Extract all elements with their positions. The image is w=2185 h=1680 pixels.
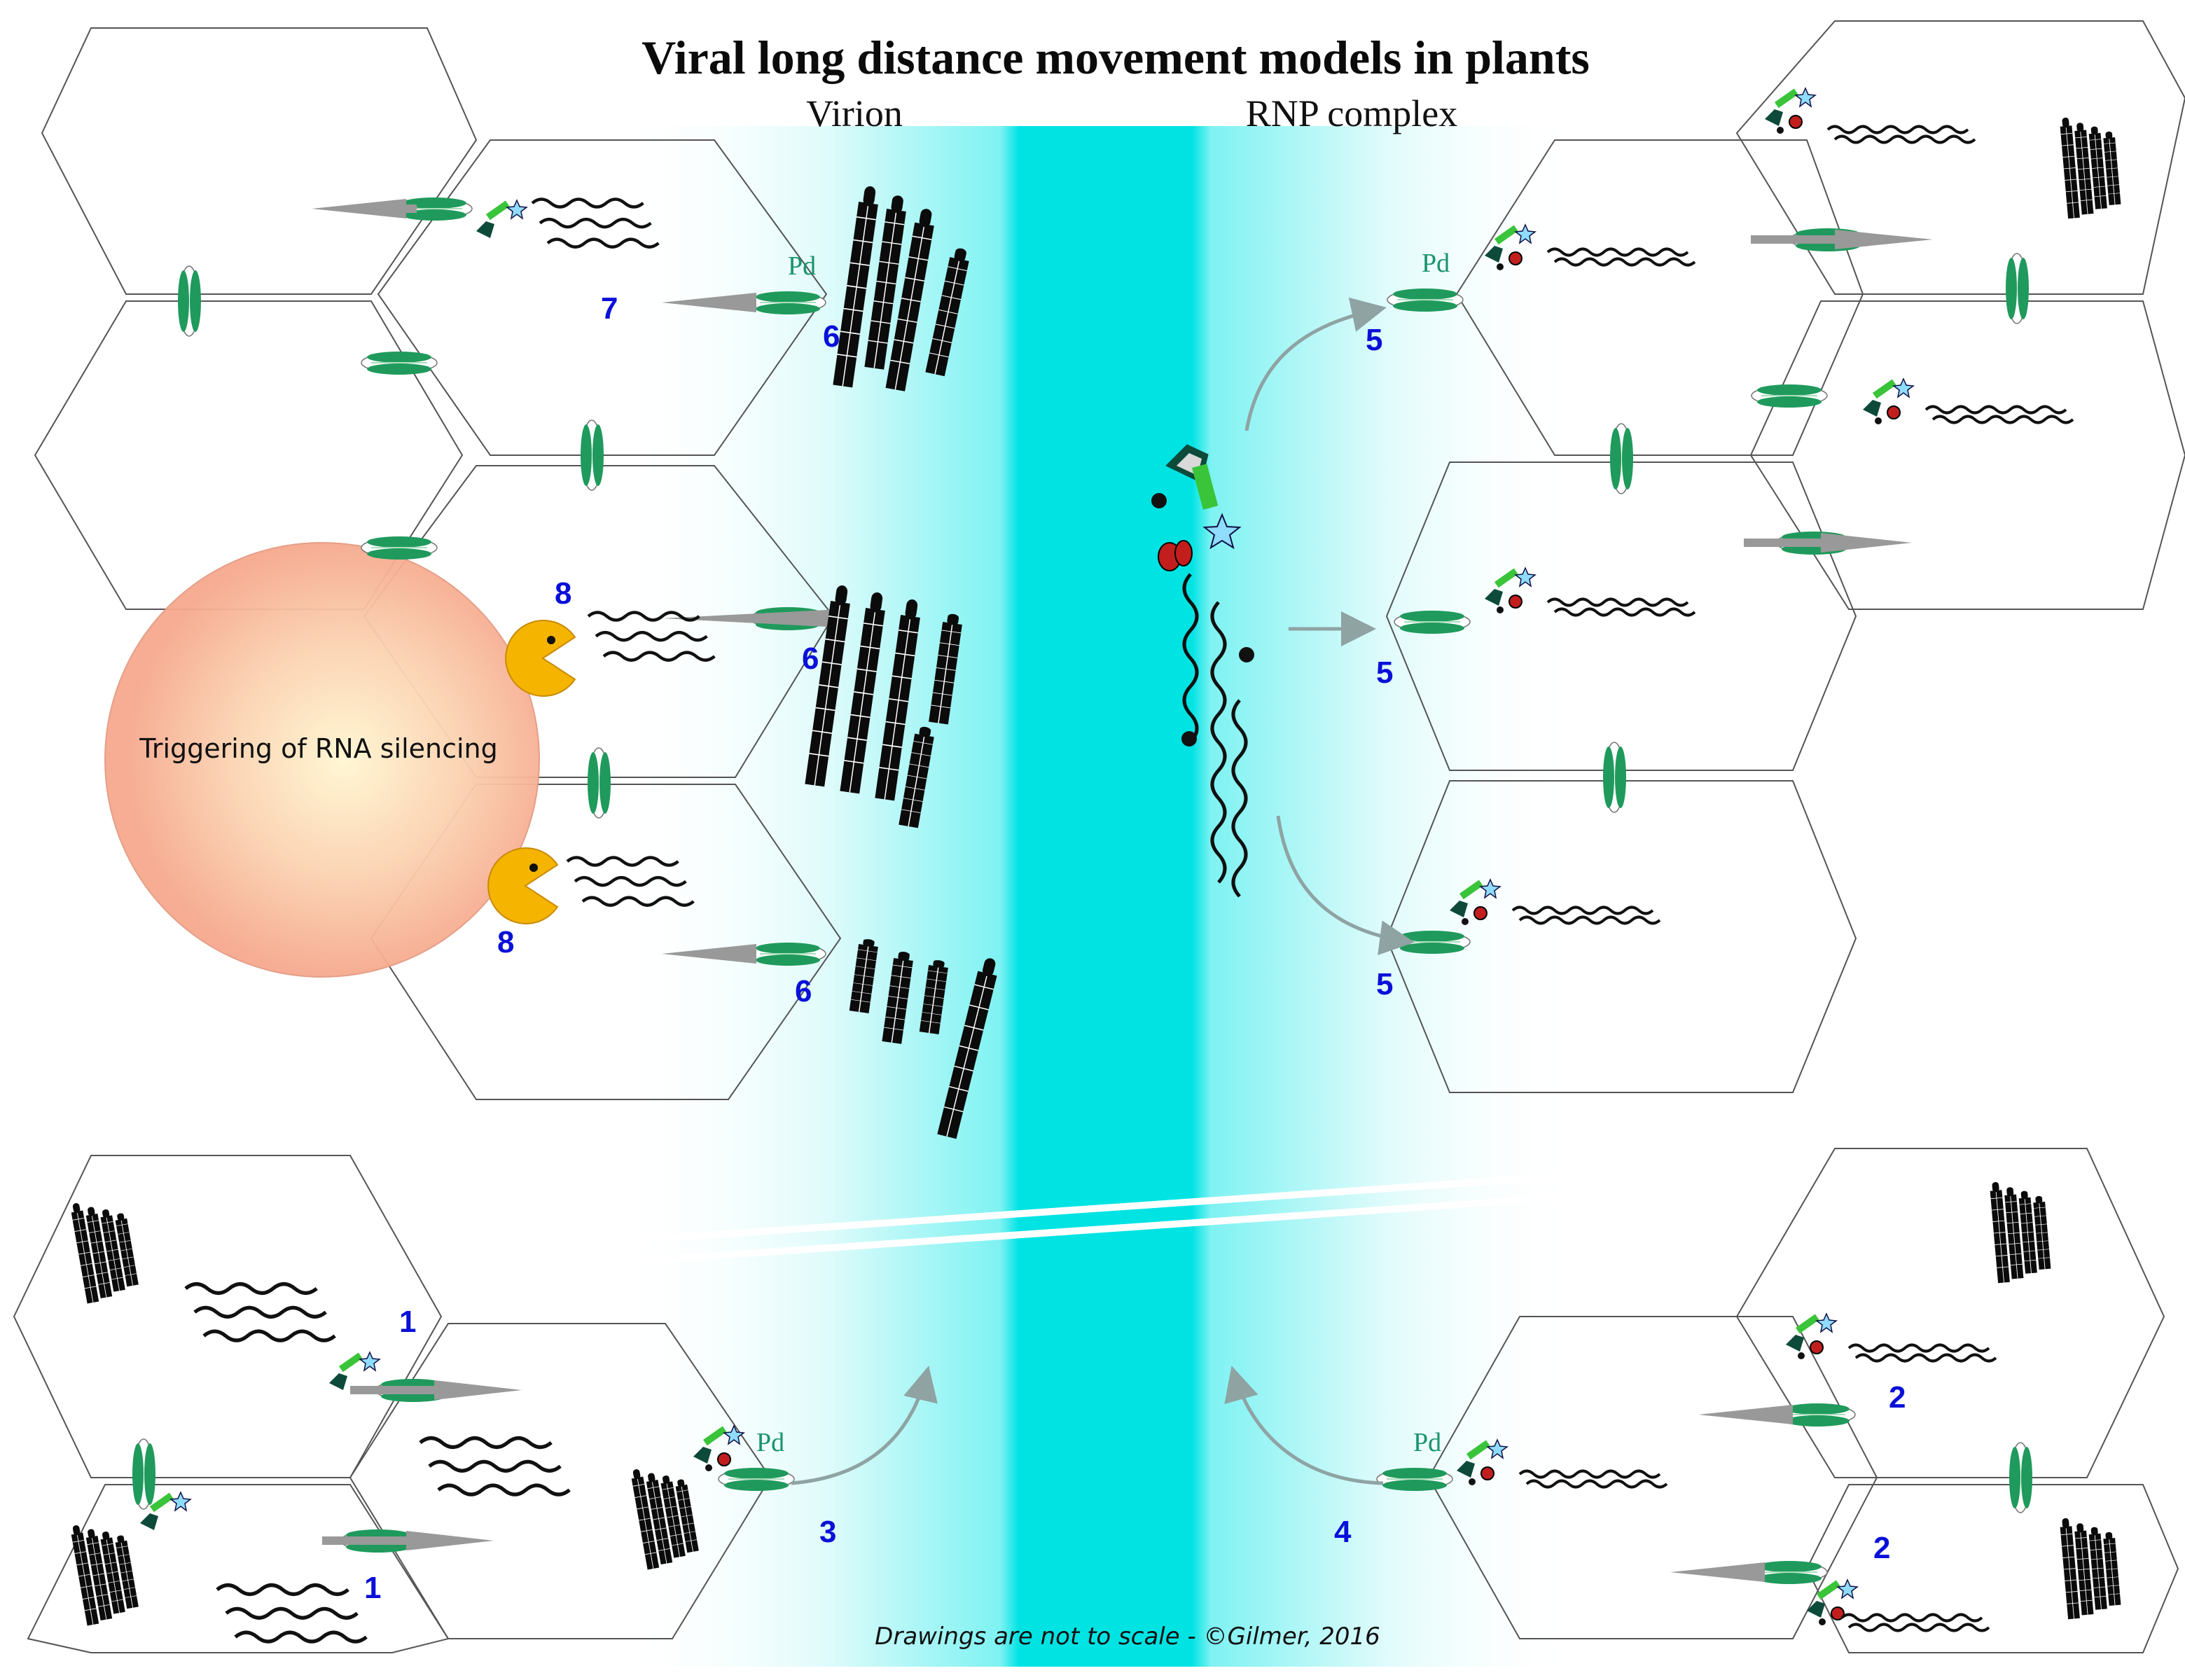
step-8-bottom: 8	[497, 925, 514, 959]
pd-label-bottom-right: Pd	[1413, 1428, 1441, 1457]
step-5-bottom: 5	[1376, 967, 1393, 1001]
step-5-middle: 5	[1376, 655, 1393, 690]
rna-silencing-circle	[104, 542, 540, 978]
virion-label: Virion	[806, 92, 903, 134]
step-1-top: 1	[399, 1305, 416, 1339]
footer-credit: Drawings are not to scale - ©Gilmer, 201…	[875, 1623, 1380, 1651]
step-2-top: 2	[1889, 1380, 1906, 1415]
pd-label-top-right: Pd	[1422, 249, 1450, 278]
rnp-complex-label: RNP complex	[1246, 92, 1457, 134]
pd-label-top-left: Pd	[788, 251, 816, 281]
step-6-bottom: 6	[795, 974, 812, 1008]
step-5-top: 5	[1366, 323, 1382, 357]
phloem-band	[616, 126, 1576, 1667]
step-6-middle: 6	[802, 641, 819, 676]
step-8-top: 8	[555, 576, 571, 611]
step-3: 3	[819, 1515, 836, 1549]
central-rnp	[1151, 444, 1254, 898]
silencing-label: Triggering of RNA silencing	[139, 733, 498, 764]
step-2-bottom: 2	[1873, 1531, 1890, 1565]
step-1-bottom: 1	[364, 1571, 381, 1605]
step-7: 7	[601, 291, 618, 326]
curved-arrows	[791, 297, 1415, 1485]
phloem-break-lines	[644, 1173, 1562, 1264]
step-6-top: 6	[823, 319, 840, 354]
pd-label-bottom-left: Pd	[756, 1428, 784, 1457]
diagram-title: Viral long distance movement models in p…	[641, 31, 1590, 84]
movement-arrows	[312, 199, 1933, 1582]
step-4: 4	[1334, 1515, 1352, 1549]
